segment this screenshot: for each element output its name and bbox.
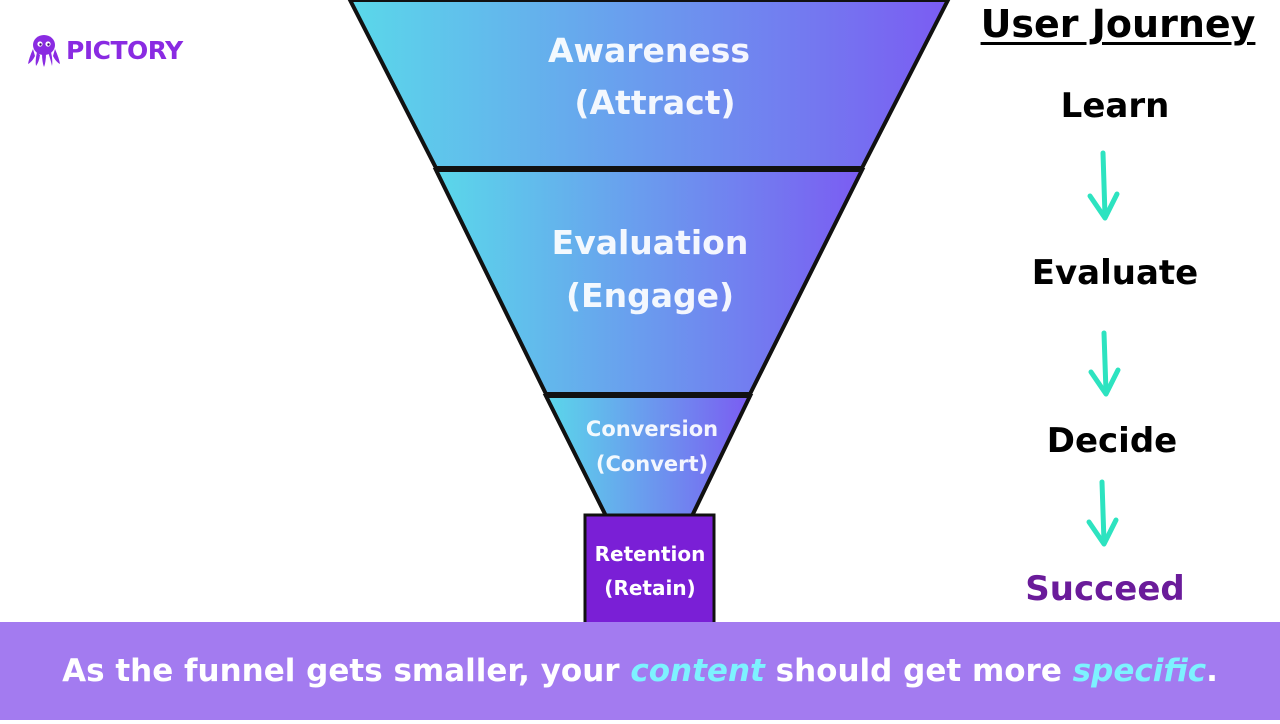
funnel-stage-evaluation-sublabel: (Engage): [566, 276, 734, 315]
bottom-banner: As the funnel gets smaller, your content…: [0, 622, 1280, 720]
brand-name: PICTORY: [66, 35, 183, 65]
journey-step-evaluate: Evaluate: [1031, 253, 1199, 293]
banner-emphasis-content: content: [630, 653, 765, 689]
arrow-down-icon: [1088, 330, 1121, 397]
journey-title: User Journey: [980, 2, 1256, 46]
funnel-base-retention-label: Retention: [595, 542, 706, 566]
journey-step-decide: Decide: [1046, 421, 1178, 461]
funnel-base-retention: [583, 513, 716, 629]
funnel-stage-conversion-sublabel: (Convert): [596, 452, 708, 476]
banner-text-part1: As the funnel gets smaller, your: [62, 653, 631, 689]
banner-emphasis-specific: specific: [1072, 653, 1207, 689]
banner-text-part2: should get more: [764, 653, 1073, 689]
funnel-stage-evaluation-label: Evaluation: [552, 223, 749, 262]
journey-step-succeed: Succeed: [1025, 569, 1185, 609]
arrow-down-icon: [1087, 150, 1120, 221]
banner-message: As the funnel gets smaller, your content…: [62, 653, 1218, 689]
funnel-stage-conversion-label: Conversion: [586, 417, 718, 441]
funnel-base-retention-sublabel: (Retain): [604, 576, 695, 600]
octopus-icon: [28, 35, 60, 67]
arrow-down-icon: [1086, 479, 1119, 547]
banner-text-part3: .: [1206, 653, 1218, 689]
funnel-stage-awareness-label: Awareness: [548, 31, 750, 70]
funnel-stage-awareness-sublabel: (Attract): [574, 83, 735, 122]
journey-step-learn: Learn: [1060, 86, 1170, 126]
brand-logo: PICTORY: [26, 30, 183, 70]
